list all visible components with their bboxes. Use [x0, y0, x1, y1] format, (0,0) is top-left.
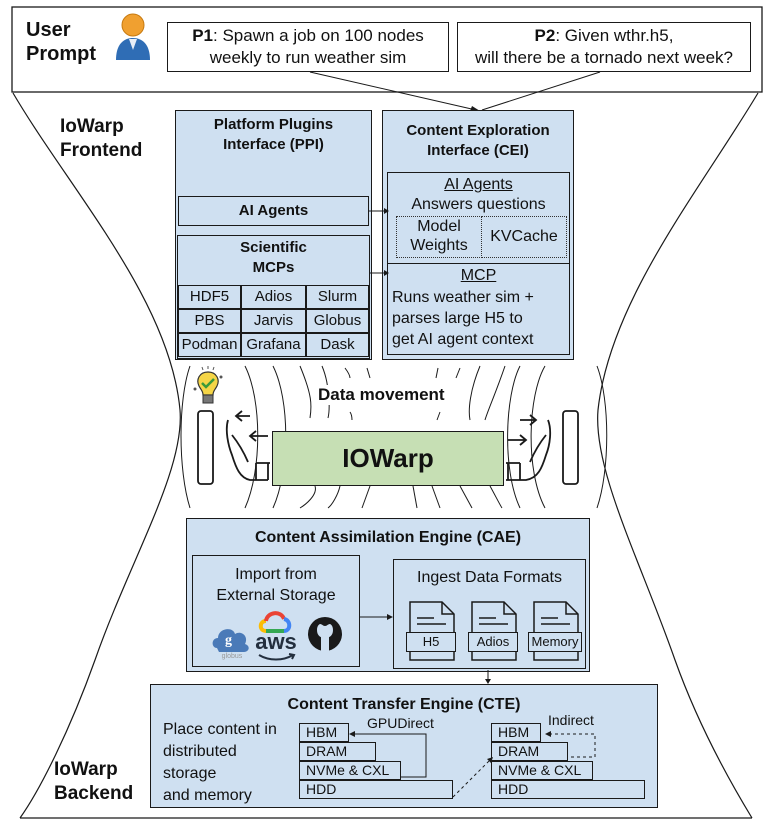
data-movement-label: Data movement [316, 385, 447, 405]
cei-ai-agents[interactable]: AI Agents Answers questions Model Weight… [387, 172, 570, 264]
cte-desc-line: Place content in [163, 721, 277, 738]
prompt-p2: P2: Given wthr.h5, will there be a torna… [457, 22, 751, 72]
mcp-hdf5[interactable]: HDF5 [178, 285, 241, 309]
model-weights-line2: Weights [410, 237, 468, 254]
backend-label: IoWarp Backend [54, 758, 133, 806]
model-weights-line1: Model [417, 218, 461, 235]
format-adios[interactable]: Adios [468, 632, 518, 652]
prompt-p1: P1: Spawn a job on 100 nodes weekly to r… [167, 22, 449, 72]
cei-mcp-desc: Runs weather sim + parses large H5 to ge… [392, 287, 570, 350]
cae-panel: Content Assimilation Engine (CAE) Import… [186, 518, 590, 672]
ingest-title: Ingest Data Formats [417, 569, 562, 586]
prompt-id: P1 [192, 26, 213, 45]
mcp-pbs[interactable]: PBS [178, 309, 241, 333]
cei-title-line1: Content Exploration [406, 122, 550, 139]
cei-mcp-desc-line1: Runs weather sim + [392, 289, 534, 306]
ppi-title-line2: Interface (PPI) [223, 136, 324, 153]
cei-ai-agents-desc: Answers questions [411, 196, 546, 213]
frontend-label: IoWarp Frontend [60, 115, 142, 163]
backend-label-line2: Backend [54, 783, 134, 804]
backend-label-line1: IoWarp [54, 759, 118, 780]
mcp-globus[interactable]: Globus [306, 309, 369, 333]
format-memory[interactable]: Memory [528, 632, 582, 652]
scientific-mcps-line1: Scientific [240, 239, 307, 256]
prompt-id: P2 [534, 26, 556, 45]
import-to-ingest-arrow [360, 614, 393, 620]
ppi-panel: Platform Plugins Interface (PPI) AI Agen… [175, 110, 372, 360]
cte-desc-line: and memory [163, 787, 252, 804]
cei-mcp-desc-line2: parses large H5 to [392, 310, 523, 327]
github-icon [306, 615, 344, 653]
ppi-title-line1: Platform Plugins [213, 116, 334, 133]
import-external-storage[interactable]: Import from External Storage g globus aw… [192, 555, 360, 667]
prompt-text-line2: will there be a tornado next week? [475, 48, 733, 67]
cte-desc-line: distributed [163, 743, 237, 760]
tier-hdd[interactable]: HDD [299, 780, 453, 799]
cte-transfer-arrows [349, 731, 596, 798]
cei-title-line2: Interface (CEI) [427, 142, 529, 159]
tier-nvme-cxl[interactable]: NVMe & CXL [491, 761, 593, 780]
cei-mcp-heading: MCP [460, 267, 497, 284]
cte-description: Place content in distributed storage and… [163, 719, 277, 807]
mcp-grafana[interactable]: Grafana [241, 333, 306, 357]
cae-title: Content Assimilation Engine (CAE) [254, 529, 522, 546]
cei-panel: Content Exploration Interface (CEI) AI A… [382, 110, 574, 360]
svg-text:g: g [225, 633, 232, 648]
format-h5[interactable]: H5 [406, 632, 456, 652]
mcp-adios[interactable]: Adios [241, 285, 306, 309]
cte-desc-line: storage [163, 765, 217, 782]
ppi-ai-agents[interactable]: AI Agents [178, 196, 369, 226]
scientific-mcps-line2: MCPs [252, 259, 295, 276]
cei-mcp[interactable]: MCP Runs weather sim + parses large H5 t… [387, 263, 570, 355]
tier-hbm[interactable]: HBM [491, 723, 541, 742]
import-title: Import from External Storage [193, 564, 359, 606]
mcp-slurm[interactable]: Slurm [306, 285, 369, 309]
cte-title: Content Transfer Engine (CTE) [287, 696, 521, 713]
mcp-dask[interactable]: Dask [306, 333, 369, 357]
mcp-jarvis[interactable]: Jarvis [241, 309, 306, 333]
kvcache: KVCache [481, 216, 567, 258]
frontend-label-line2: Frontend [60, 140, 143, 161]
gpudirect-label: GPUDirect [367, 715, 434, 731]
cte-panel: Content Transfer Engine (CTE) Place cont… [150, 684, 658, 808]
import-title-line2: External Storage [216, 587, 336, 604]
iowarp-core[interactable]: IOWarp [272, 431, 504, 486]
scientific-mcps-title: Scientific MCPs [178, 238, 369, 278]
tier-nvme-cxl[interactable]: NVMe & CXL [299, 761, 401, 780]
tier-dram[interactable]: DRAM [299, 742, 376, 761]
tier-hbm[interactable]: HBM [299, 723, 349, 742]
user-avatar-icon [112, 10, 154, 60]
indirect-label: Indirect [548, 712, 594, 728]
frontend-label-line1: IoWarp [60, 116, 124, 137]
cei-mcp-desc-line3: get AI agent context [392, 331, 534, 348]
cei-title: Content Exploration Interface (CEI) [383, 121, 573, 161]
google-cloud-icon [257, 609, 293, 635]
prompt-text: : Given wthr.h5, [555, 26, 674, 45]
globus-caption: globus [221, 653, 243, 660]
import-title-line1: Import from [235, 566, 317, 583]
aws-caption: aws [255, 629, 297, 654]
lightbulb-check-icon [190, 365, 226, 409]
prompt-text: : Spawn a job on 100 nodes [213, 26, 424, 45]
globus-icon: g globus [211, 620, 253, 662]
user-prompt-label: User Prompt [26, 19, 96, 65]
prompt-text-line2: weekly to run weather sim [209, 48, 407, 67]
tier-dram[interactable]: DRAM [491, 742, 568, 761]
tier-hdd[interactable]: HDD [491, 780, 645, 799]
cei-ai-agents-heading: AI Agents [444, 176, 513, 193]
ingest-data-formats[interactable]: Ingest Data Formats H5 Adios Memory [393, 559, 586, 669]
ppi-title: Platform Plugins Interface (PPI) [176, 115, 371, 155]
mcp-podman[interactable]: Podman [178, 333, 241, 357]
aws-icon: aws [253, 630, 299, 664]
